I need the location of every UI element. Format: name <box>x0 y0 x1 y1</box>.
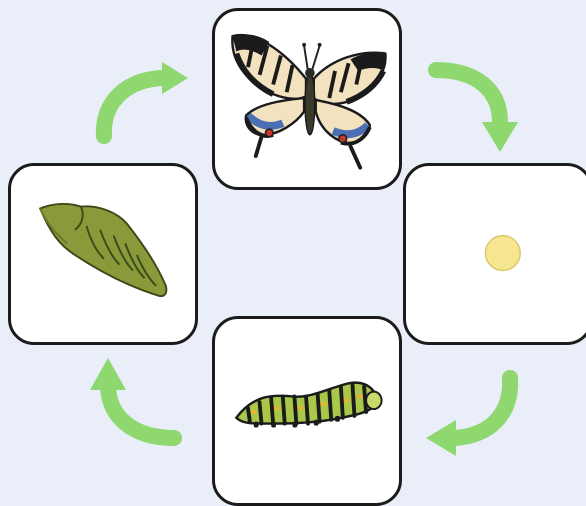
chrysalis-icon <box>11 166 195 342</box>
egg-stage-card <box>403 163 586 345</box>
butterfly-icon <box>215 11 399 187</box>
curved-arrow-icon <box>96 58 192 140</box>
curved-arrow-icon <box>88 352 180 448</box>
curved-arrow-icon <box>422 372 520 460</box>
butterfly-stage-card <box>212 8 402 190</box>
pupa-stage-card <box>8 163 198 345</box>
arrow-butterfly-to-egg <box>430 60 525 156</box>
life-cycle-diagram <box>0 0 586 495</box>
curved-arrow-icon <box>430 60 525 156</box>
arrow-caterpillar-to-pupa <box>88 352 180 448</box>
arrow-egg-to-caterpillar <box>422 372 520 460</box>
arrow-pupa-to-butterfly <box>96 58 192 140</box>
egg-icon <box>406 166 586 342</box>
caterpillar-icon <box>215 319 399 503</box>
caterpillar-stage-card <box>212 316 402 506</box>
